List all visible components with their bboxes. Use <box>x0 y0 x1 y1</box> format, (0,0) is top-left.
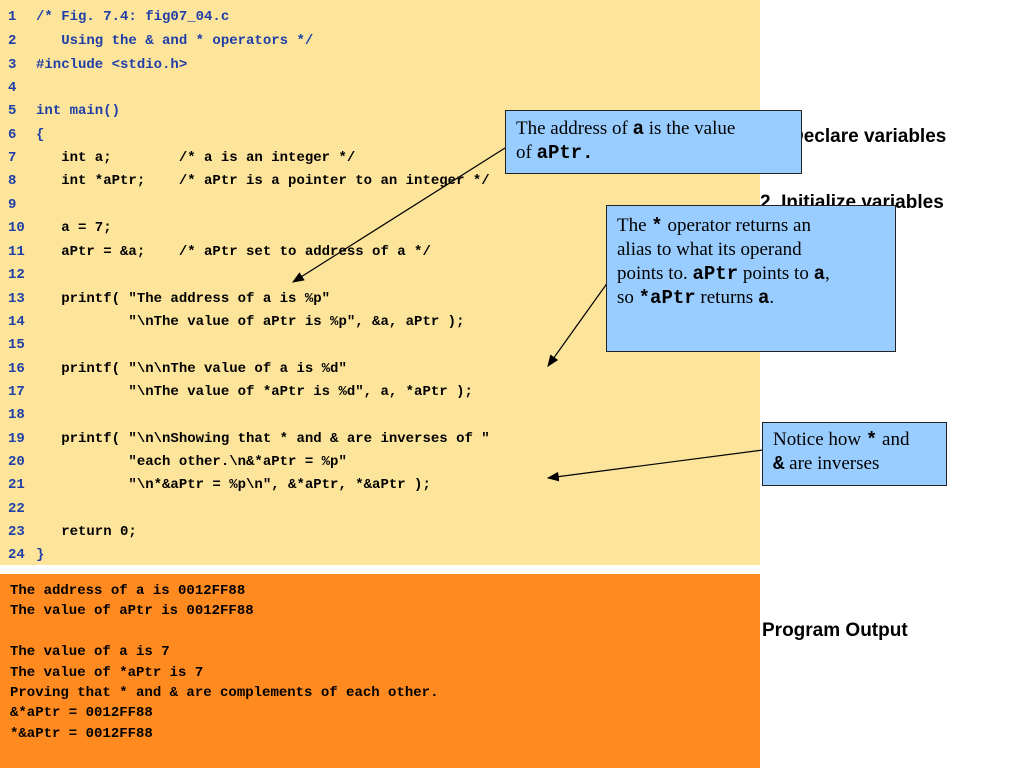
code-line: 15 <box>0 334 36 357</box>
line-number: 4 <box>8 80 17 96</box>
code-line: 22 <box>0 498 36 521</box>
line-number: 14 <box>8 314 25 330</box>
code-line: 7 int a; /* a is an integer */ <box>0 147 355 170</box>
line-number: 20 <box>8 454 25 470</box>
code-line: 12 <box>0 264 36 287</box>
code-text: #include <stdio.h> <box>36 57 188 73</box>
code-text: "\n*&aPtr = %p\n", &*aPtr, *&aPtr ); <box>36 477 431 493</box>
line-number: 10 <box>8 220 25 236</box>
code-line: 23 return 0; <box>0 521 137 544</box>
side-label-declare: Declare variables <box>790 126 947 147</box>
code-text: /* Fig. 7.4: fig07_04.c <box>36 9 230 25</box>
code-line: 8 int *aPtr; /* aPtr is a pointer to an … <box>0 170 490 193</box>
callout-operator: The * operator returns an alias to what … <box>606 205 896 352</box>
line-number: 19 <box>8 431 25 447</box>
code-text: "\nThe value of *aPtr is %d", a, *aPtr )… <box>36 384 473 400</box>
code-text: } <box>36 547 45 563</box>
output-line: The address of a is 0012FF88 <box>10 583 246 599</box>
code-text: int main() <box>36 103 121 119</box>
code-line: 1 /* Fig. 7.4: fig07_04.c <box>0 6 229 29</box>
output-line: Proving that * and & are complements of … <box>10 685 439 701</box>
code-line: 6{ <box>0 124 44 147</box>
line-number: 17 <box>8 384 25 400</box>
line-number: 21 <box>8 477 25 493</box>
line-number: 5 <box>8 103 17 119</box>
line-number: 24 <box>8 547 25 563</box>
code-text: printf( "The address of a is %p" <box>36 291 331 307</box>
code-text: "\nThe value of aPtr is %p", &a, aPtr ); <box>36 314 465 330</box>
code-text: int a; /* a is an integer */ <box>36 150 356 166</box>
code-line: 20 "each other.\n&*aPtr = %p" <box>0 451 347 474</box>
code-line: 9 <box>0 194 36 217</box>
code-line: 14 "\nThe value of aPtr is %p", &a, aPtr… <box>0 311 464 334</box>
line-number: 13 <box>8 291 25 307</box>
output-line: &*aPtr = 0012FF88 <box>10 705 153 722</box>
code-line: 18 <box>0 404 36 427</box>
code-text: a = 7; <box>36 220 112 236</box>
code-line: 13 printf( "The address of a is %p" <box>0 288 330 311</box>
code-line: 3 #include <stdio.h> <box>0 54 187 77</box>
code-text: Using the & and * operators */ <box>36 33 314 49</box>
line-number: 7 <box>8 150 17 166</box>
line-number: 2 <box>8 33 17 49</box>
code-text: aPtr = &a; /* aPtr set to address of a *… <box>36 244 431 260</box>
code-text: { <box>36 127 45 143</box>
code-text: "each other.\n&*aPtr = %p" <box>36 454 347 470</box>
code-text: return 0; <box>36 524 137 540</box>
code-line: 17 "\nThe value of *aPtr is %d", a, *aPt… <box>0 381 473 404</box>
code-line: 5 int main() <box>0 100 120 123</box>
callout-address: The address of a is the value of aPtr. <box>505 110 802 174</box>
callout-inverse: Notice how * and & are inverses <box>762 422 947 486</box>
code-text: int *aPtr; /* aPtr is a pointer to an in… <box>36 173 490 189</box>
code-line: 19 printf( "\n\nShowing that * and & are… <box>0 428 490 451</box>
line-number: 15 <box>8 337 25 353</box>
line-number: 3 <box>8 57 17 73</box>
line-number: 23 <box>8 524 25 540</box>
code-line: 16 printf( "\n\nThe value of a is %d" <box>0 358 347 381</box>
side-label-program-output: Program Output <box>762 620 908 641</box>
line-number: 6 <box>8 127 17 143</box>
code-line: 2 Using the & and * operators */ <box>0 30 313 53</box>
code-line: 4 <box>0 77 36 100</box>
code-line: 11 aPtr = &a; /* aPtr set to address of … <box>0 241 431 264</box>
code-line: 24} <box>0 544 44 567</box>
code-text: printf( "\n\nThe value of a is %d" <box>36 361 347 377</box>
line-number: 1 <box>8 9 17 25</box>
output-line: The value of *aPtr is 7 <box>10 664 204 681</box>
output-line: *&aPtr = 0012FF88 <box>10 725 153 742</box>
line-number: 18 <box>8 407 25 423</box>
line-number: 22 <box>8 501 25 517</box>
output-line: The value of a is 7 <box>10 644 170 661</box>
code-line: 10 a = 7; <box>0 217 112 240</box>
output-line: The value of aPtr is 0012FF88 <box>10 603 254 620</box>
line-number: 9 <box>8 197 17 213</box>
line-number: 11 <box>8 244 25 260</box>
line-number: 8 <box>8 173 17 189</box>
code-text: printf( "\n\nShowing that * and & are in… <box>36 431 490 447</box>
line-number: 12 <box>8 267 25 283</box>
line-number: 16 <box>8 361 25 377</box>
code-line: 21 "\n*&aPtr = %p\n", &*aPtr, *&aPtr ); <box>0 474 431 497</box>
